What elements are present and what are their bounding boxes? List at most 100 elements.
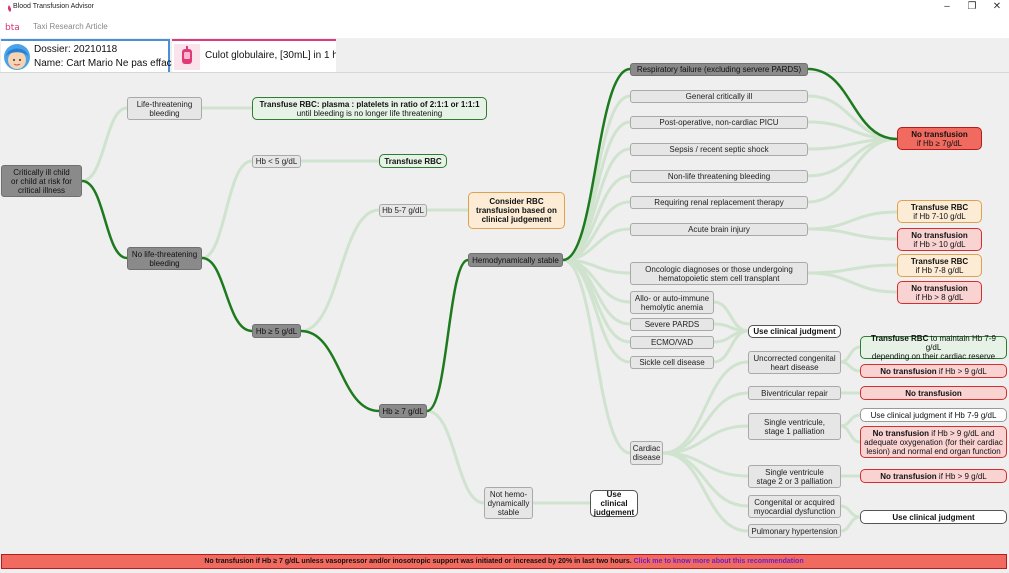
no-transfusion-8-line2: if Hb > 8 g/dL	[915, 292, 964, 302]
respiratory-failure-node[interactable]: Respiratory failure (excluding servere P…	[630, 63, 808, 76]
transfuse-7-8-line1: Transfuse RBC	[910, 256, 969, 266]
sepsis-node[interactable]: Sepsis / recent septic shock	[630, 143, 808, 156]
active-connector	[426, 258, 469, 413]
post-operative-node[interactable]: Post-operative, non-cardiac PICU	[630, 116, 808, 129]
no-transfusion-8-line1: No transfusion	[911, 283, 968, 293]
transfuse-7-8-line2: if Hb 7-8 g/dL	[915, 265, 964, 275]
use-clinical-judgment-node[interactable]: Use clinical judgment	[748, 325, 841, 338]
single-ventricule-stage1-node[interactable]: Single ventricule,stage 1 palliation	[748, 413, 841, 440]
close-button[interactable]: ✕	[992, 1, 1002, 12]
use-clinical-judgment-cardiac-node[interactable]: Use clinical judgment	[860, 510, 1007, 524]
single-v1-line2: stage 1 palliation	[764, 426, 825, 436]
not-hemo-line3: stable	[497, 507, 520, 517]
renal-replacement-node[interactable]: Requiring renal replacement therapy	[630, 196, 808, 209]
no-transfusion-7-line1: No transfusion	[911, 129, 968, 139]
no-transfusion-9b-text: if Hb > 9 g/dL	[936, 471, 987, 481]
no-transfusion-7-line2: if Hb ≥ 7g/dL	[916, 138, 963, 148]
active-connector	[81, 179, 128, 260]
single-v2-line1: Single ventricule	[765, 467, 824, 477]
not-hemo-line1: Not hemo-	[489, 489, 528, 499]
maximize-button[interactable]: ❐	[967, 1, 977, 12]
non-life-bleeding-node[interactable]: Non-life threatening bleeding	[630, 170, 808, 183]
general-critically-ill-node[interactable]: General critically ill	[630, 90, 808, 103]
app-logo-text: bta	[5, 23, 20, 33]
connector	[562, 120, 631, 262]
hb-ge5-node[interactable]: Hb ≥ 5 g/dL	[252, 324, 301, 338]
acute-brain-injury-node[interactable]: Acute brain injury	[630, 223, 808, 236]
transfuse-ratio-line2: until bleeding is no longer life threate…	[296, 108, 443, 118]
connector	[840, 424, 861, 444]
hb-ge7-node[interactable]: Hb ≥ 7 g/dL	[379, 404, 427, 418]
minimize-button[interactable]: –	[944, 1, 950, 12]
connector	[662, 451, 749, 508]
transfuse-rbc-node[interactable]: Transfuse RBC	[379, 154, 447, 168]
connector	[426, 409, 485, 505]
order-card[interactable]: Culot globulaire, [30mL] in 1 h ...	[172, 39, 336, 72]
pulmonary-hypertension-node[interactable]: Pulmonary hypertension	[748, 524, 841, 538]
no-transfusion-10-line1: No transfusion	[911, 230, 968, 240]
hb-5-7-node[interactable]: Hb 5-7 g/dL	[379, 204, 427, 217]
hemodynamically-stable-node[interactable]: Hemodynamically stable	[468, 253, 563, 267]
root-line2: or child at risk for	[11, 176, 72, 186]
active-connector	[300, 329, 380, 413]
severe-pards-node[interactable]: Severe PARDS	[630, 318, 714, 331]
use-clinical-judgment-7-9-node[interactable]: Use clinical judgment if Hb 7-9 g/dL	[860, 408, 1007, 422]
uncorrected-line1: Uncorrected congenital	[753, 353, 836, 363]
no-transfusion-hb9-stage23-node[interactable]: No transfusion if Hb > 9 g/dL	[860, 469, 1007, 483]
header-separator	[0, 72, 1009, 73]
single-v1-line1: Single ventricule,	[764, 417, 825, 427]
hb-lt5-node[interactable]: Hb < 5 g/dL	[252, 155, 301, 168]
app-title: Blood Transfusion Advisor	[13, 3, 94, 10]
no-transfusion-9a-text: if Hb > 9 g/dL	[936, 366, 987, 376]
active-connector	[807, 67, 898, 141]
active-connector	[201, 256, 253, 333]
no-transfusion-9b-bold: No transfusion	[880, 471, 937, 481]
uncorrected-line2: heart disease	[770, 362, 819, 372]
oncologic-line2: hematopoietic stem cell transplant	[658, 273, 780, 283]
cardiac-line2: disease	[632, 453, 661, 462]
active-connector	[562, 67, 631, 262]
transfuse-7-9-line1a: Transfuse RBC	[871, 334, 929, 343]
no-transfusion-biventricular-node[interactable]: No transfusion	[860, 386, 1007, 400]
patient-card[interactable]: Dossier: 20210118 Name: Cart Mario Ne pa…	[1, 39, 181, 72]
consider-rbc-line2: transfusion based on	[476, 206, 557, 215]
recommendation-link[interactable]: Click me to know more about this recomme…	[633, 558, 804, 565]
patient-name: Name: Cart Mario Ne pas effacer	[34, 58, 181, 69]
allo-line1: Allo- or auto-immune	[634, 293, 710, 303]
congenital-line1: Congenital or acquired	[754, 497, 835, 507]
no-transfusion-hb9-node[interactable]: No transfusion if Hb > 9 g/dL	[860, 364, 1007, 378]
ecmo-vad-node[interactable]: ECMO/VAD	[630, 336, 714, 349]
congenital-line2: myocardial dysfunction	[753, 506, 836, 516]
transfuse-ratio-node[interactable]: Transfuse RBC: plasma : platelets in rat…	[252, 97, 487, 120]
connector	[662, 451, 749, 533]
biventricular-repair-node[interactable]: Biventricular repair	[748, 386, 841, 400]
order-text: Culot globulaire, [30mL] in 1 h ...	[205, 50, 336, 61]
life-threatening-line1: Life-threatening	[136, 99, 193, 109]
connector	[562, 258, 631, 455]
recommendation-text: No transfusion if Hb ≥ 7 g/dL unless vas…	[204, 558, 632, 565]
no-transfusion-adeq-l3: lesion) and normal end organ function	[866, 446, 1001, 456]
connector	[807, 227, 898, 241]
connector	[840, 360, 861, 373]
sickle-cell-node[interactable]: Sickle cell disease	[630, 356, 714, 369]
consider-rbc-line1: Consider RBC	[489, 197, 544, 206]
